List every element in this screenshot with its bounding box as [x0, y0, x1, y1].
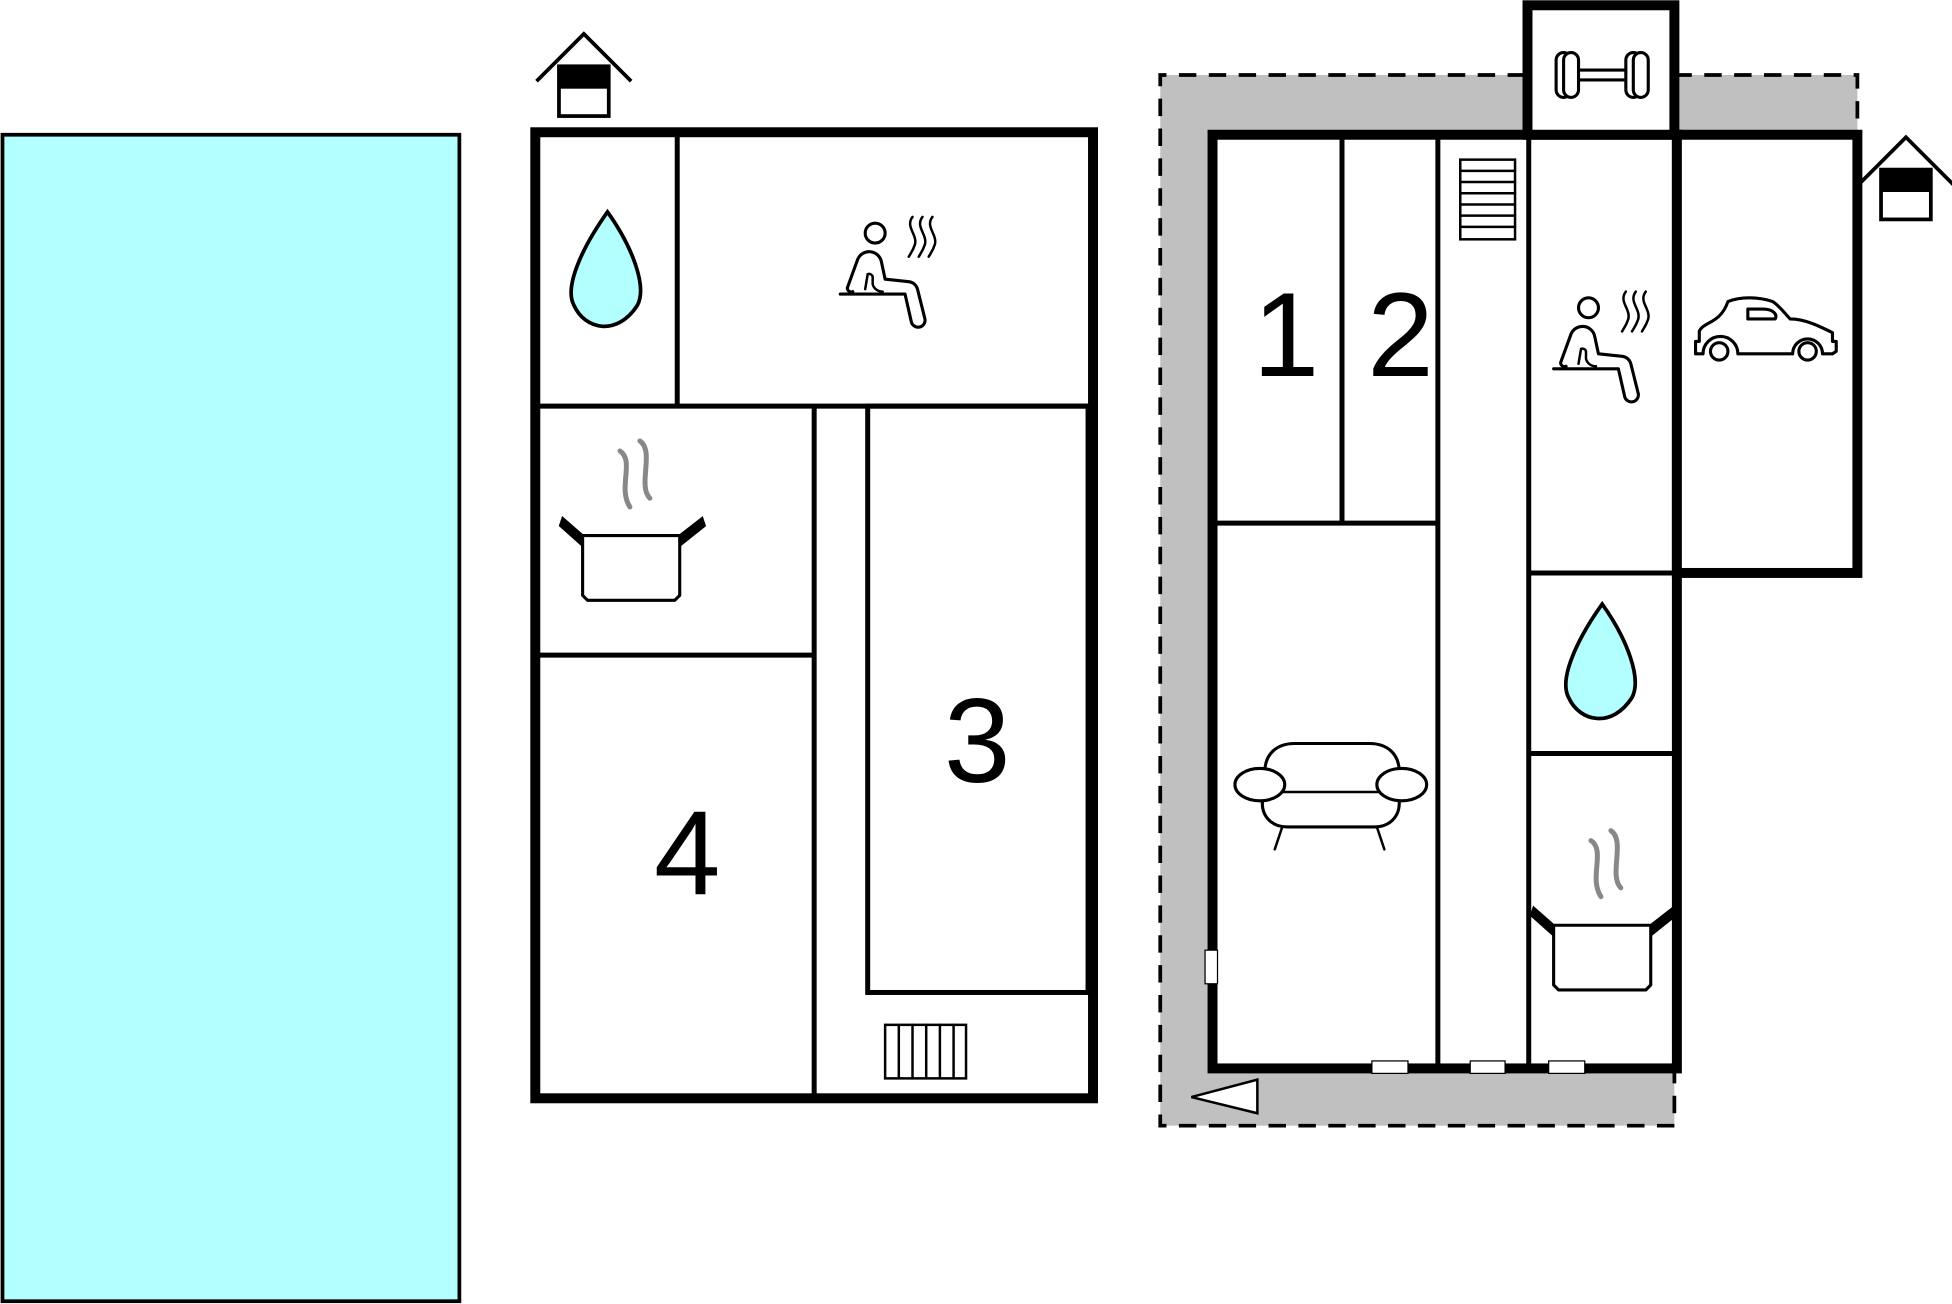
cooking-pot-icon	[560, 441, 704, 600]
house-entrance-icon	[1856, 135, 1952, 222]
house-entrance-icon	[534, 32, 634, 118]
sauna-icon	[838, 215, 937, 329]
windows	[1204, 949, 1586, 1075]
room-label-1: 1	[1253, 269, 1319, 402]
stairs-icon	[1459, 158, 1517, 241]
water-drop-icon	[569, 210, 643, 329]
room-label-3: 3	[944, 675, 1010, 808]
building-right: 1 2	[1158, 0, 1952, 1128]
building-left: 3 4	[530, 32, 1098, 1104]
arrow-left-icon	[1191, 1078, 1259, 1115]
dumbbell-icon	[1554, 51, 1650, 99]
room-label-2: 2	[1367, 269, 1433, 402]
stairs-icon	[883, 1023, 968, 1080]
pool	[0, 132, 462, 1304]
car-icon	[1693, 296, 1838, 362]
room-label-4: 4	[654, 787, 720, 920]
sofa-icon	[1233, 741, 1429, 851]
